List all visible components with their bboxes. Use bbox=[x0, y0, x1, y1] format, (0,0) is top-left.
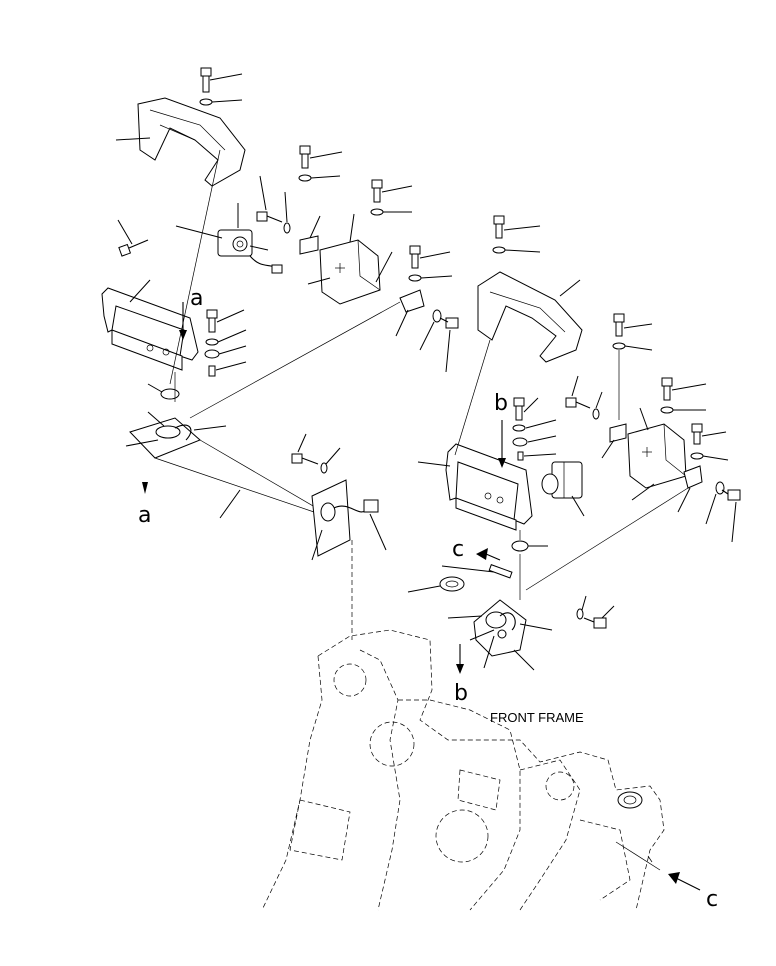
path-line-5 bbox=[154, 457, 315, 513]
cover-left bbox=[115, 97, 246, 187]
guard-frame-right bbox=[417, 443, 533, 531]
connector-plate-right bbox=[447, 599, 553, 671]
bolt-right-top bbox=[492, 215, 541, 254]
label-a-top: a bbox=[190, 286, 203, 311]
path-line-4 bbox=[199, 439, 321, 511]
view-arrow-c-bottom: c bbox=[668, 872, 718, 912]
bolt-right-4 bbox=[660, 377, 707, 414]
label-c-bottom: c bbox=[706, 887, 718, 912]
bracket-right bbox=[677, 465, 741, 543]
bracket-mid bbox=[375, 251, 459, 373]
bolt-right-2 bbox=[612, 313, 653, 420]
bolt-left-top bbox=[199, 67, 243, 106]
bolt-right-lower bbox=[576, 595, 615, 629]
path-line-3 bbox=[189, 301, 401, 419]
small-parts-right bbox=[407, 564, 513, 593]
bolt-lower-left bbox=[291, 433, 341, 474]
base-plate-left bbox=[125, 383, 227, 459]
horn-right bbox=[541, 461, 585, 517]
bolt-mid-3 bbox=[370, 179, 413, 216]
bolt-mid-2 bbox=[298, 145, 343, 182]
cover-right bbox=[477, 271, 583, 363]
lamp-right bbox=[627, 407, 687, 501]
path-line-7 bbox=[525, 487, 689, 591]
path-line-1 bbox=[169, 149, 221, 385]
horn-left bbox=[175, 203, 283, 274]
label-b-bottom: b bbox=[454, 681, 468, 706]
bolt-mid-1 bbox=[256, 175, 291, 234]
view-arrow-b-bottom: b bbox=[454, 644, 468, 706]
view-arrow-c-top: c bbox=[452, 537, 501, 562]
bolt-left-side bbox=[117, 219, 149, 257]
label-c-top: c bbox=[452, 537, 464, 562]
bolt-mid-4 bbox=[408, 245, 453, 282]
label-a-bottom: a bbox=[138, 503, 151, 528]
clip-left bbox=[299, 215, 321, 255]
connector-plate-left bbox=[219, 479, 387, 561]
view-arrow-a-bottom: a bbox=[138, 482, 151, 528]
lamp-left bbox=[307, 213, 381, 305]
bolt-stack-right bbox=[512, 397, 557, 461]
front-frame-caption: FRONT FRAME bbox=[490, 710, 584, 725]
label-b-top: b bbox=[494, 391, 508, 416]
front-frame bbox=[261, 629, 665, 911]
bolt-stack-left bbox=[204, 309, 247, 377]
clip-right bbox=[601, 423, 627, 459]
path-line-6 bbox=[454, 339, 491, 456]
guard-frame-left bbox=[101, 279, 199, 371]
view-arrow-b-top: b bbox=[494, 391, 508, 468]
bolt-right-5 bbox=[690, 423, 729, 461]
nut-right bbox=[511, 530, 548, 552]
bolt-right-3 bbox=[565, 375, 603, 420]
